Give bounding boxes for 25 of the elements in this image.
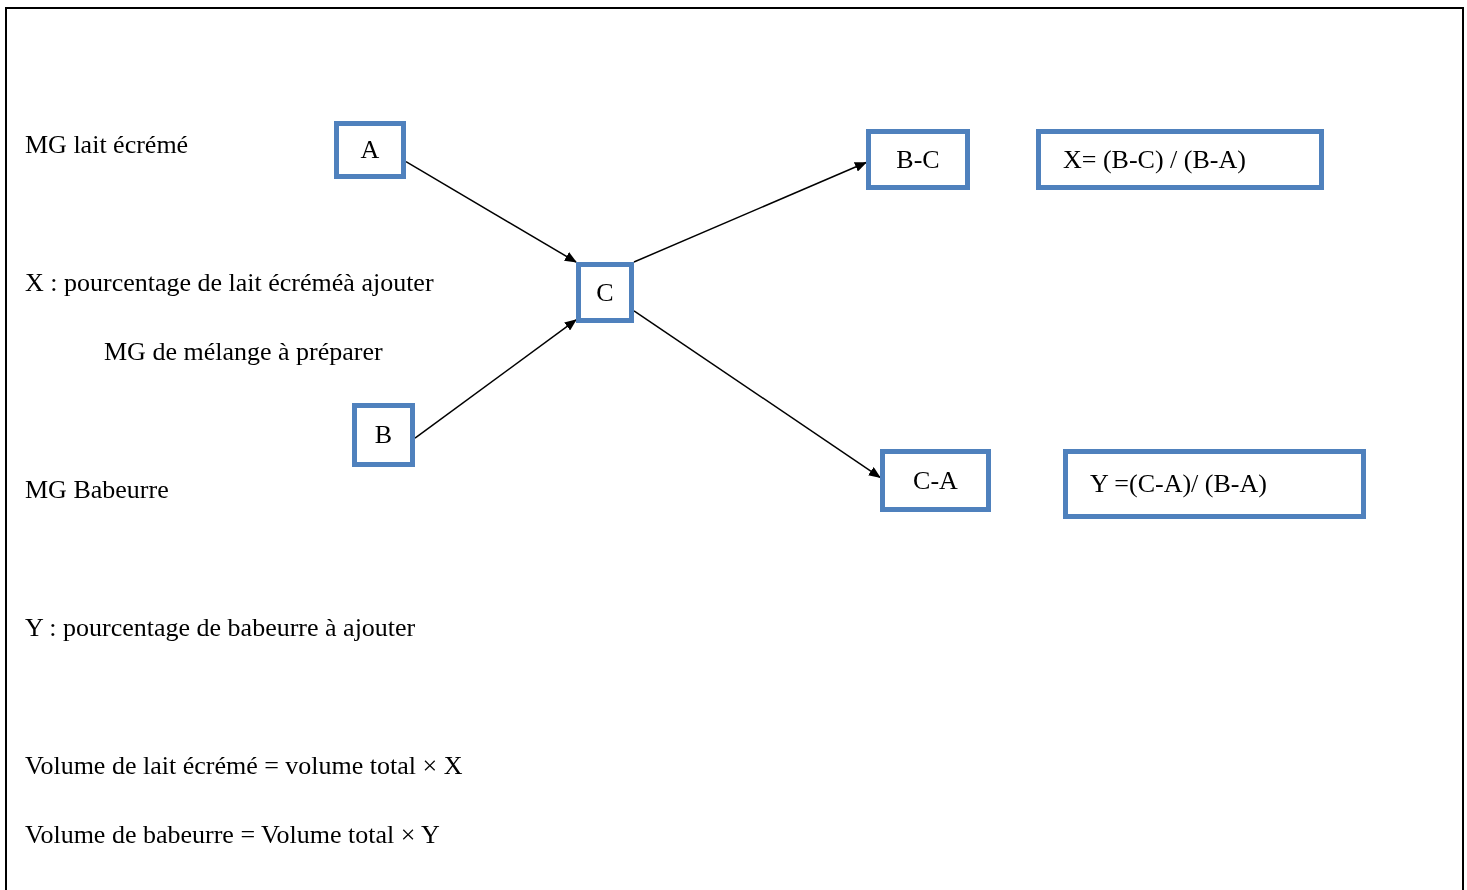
formula-box xyxy=(1063,449,1366,519)
note-text: MG de mélange à préparer xyxy=(104,337,383,367)
box-label: B xyxy=(374,420,393,450)
arrow xyxy=(633,310,881,479)
box-label: C-A xyxy=(913,465,958,496)
process-box xyxy=(576,262,634,323)
arrow xyxy=(414,319,577,439)
result-box xyxy=(866,129,970,190)
note-text: Y : pourcentage de babeurre à ajouter xyxy=(25,613,416,643)
process-box xyxy=(352,403,415,467)
box-label: X= (B-C) / (B-A) xyxy=(1063,144,1246,175)
arrow xyxy=(633,161,867,263)
note-text: X : pourcentage de lait écréméà ajouter xyxy=(25,268,434,298)
note-text: MG Babeurre xyxy=(25,475,169,505)
box-label: C xyxy=(596,277,614,308)
note-text: Volume de babeurre = Volume total × Y xyxy=(25,820,440,850)
arrow xyxy=(405,160,577,263)
formula-box xyxy=(1036,129,1324,190)
box-label: A xyxy=(360,135,380,165)
note-text: Volume de lait écrémé = volume total × X xyxy=(25,751,463,781)
box-label: B-C xyxy=(896,144,940,175)
box-label: Y =(C-A)/ (B-A) xyxy=(1090,469,1267,499)
process-box xyxy=(334,121,406,179)
result-box xyxy=(880,449,991,512)
note-text: MG lait écrémé xyxy=(25,130,189,160)
